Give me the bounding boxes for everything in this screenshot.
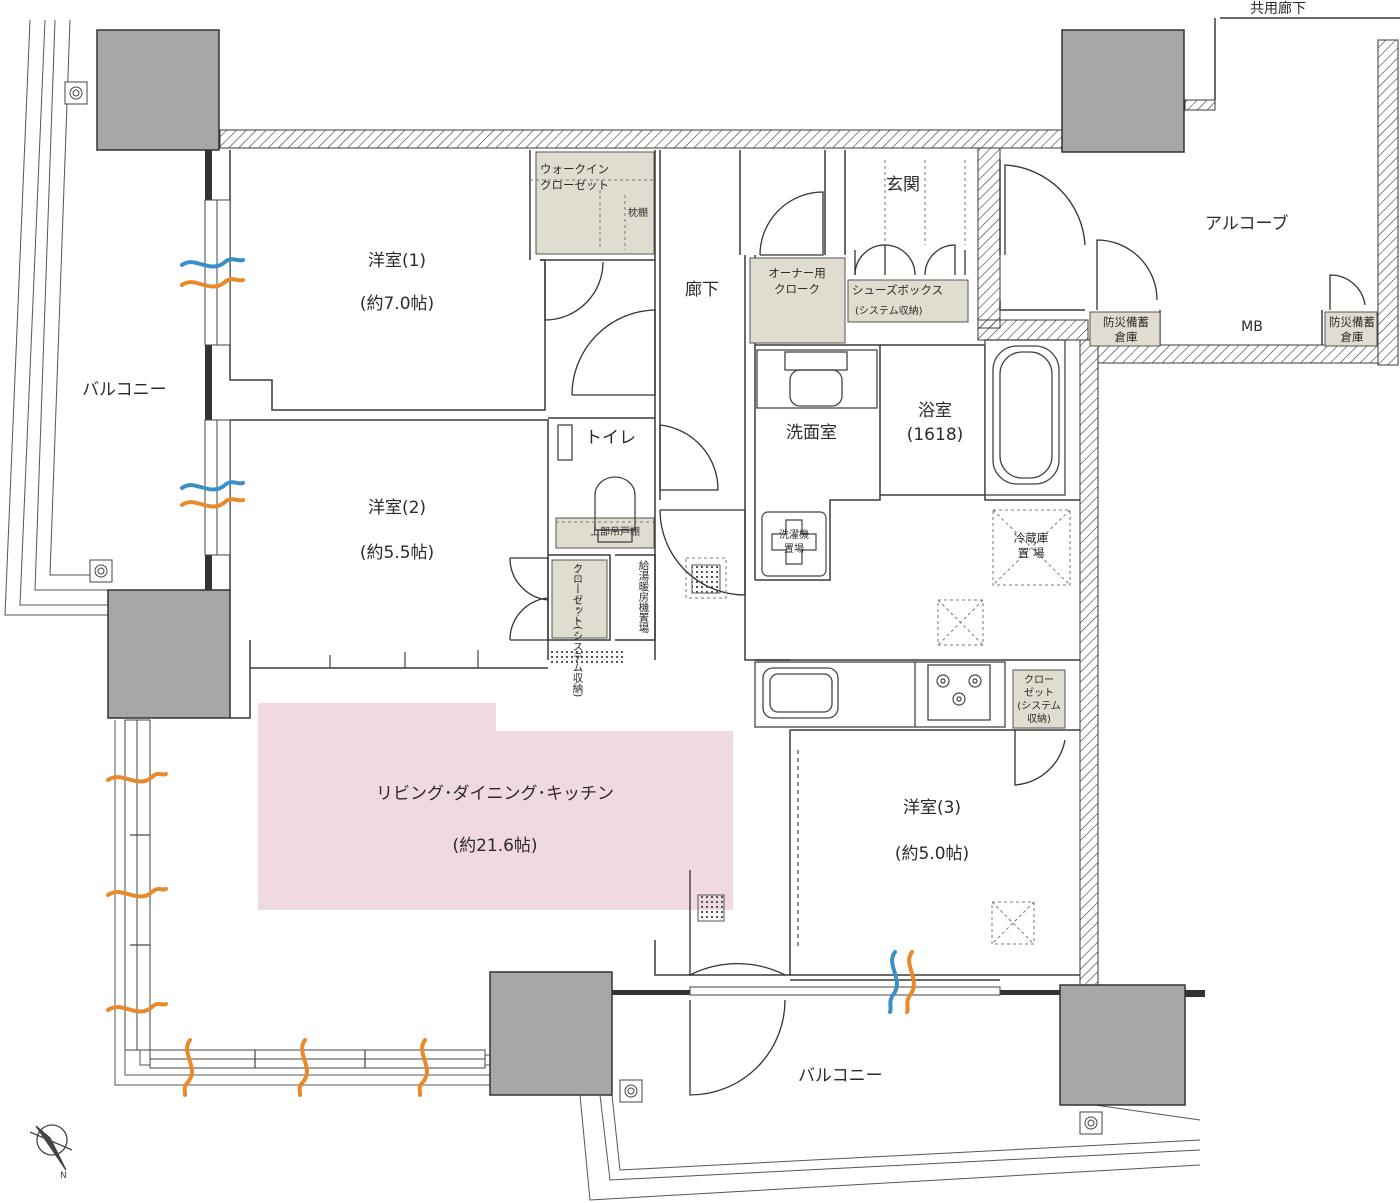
room2-size: (約5.5帖) [359, 543, 435, 563]
pillars [96, 29, 1186, 1106]
washbasin-icon [756, 349, 878, 409]
room1-size: (約7.0帖) [359, 294, 435, 314]
room3-size: (約5.0帖) [894, 844, 970, 864]
bath-size: (1618) [906, 425, 964, 445]
ldk-name: リビング･ダイニング･キッチン [376, 784, 614, 804]
walkin-closet-label-line2: クローゼット [540, 178, 609, 192]
storage-areas [535, 151, 1378, 729]
mb-label: MB [1241, 319, 1263, 335]
washing-machine-icon [761, 511, 827, 577]
kitchen-counter [754, 661, 1006, 728]
svg-text:N: N [60, 1171, 67, 1181]
appliance-space-markers [530, 160, 1071, 945]
entrance-label: 玄関 [886, 175, 920, 195]
fridge-line1: 冷蔵庫 [1013, 531, 1049, 545]
bath-name: 浴室 [918, 401, 952, 421]
upper-shelf-label: 上部吊戸棚 [590, 527, 640, 538]
storage-b-line2: 倉庫 [1340, 330, 1364, 344]
compass-icon: N [29, 1124, 73, 1181]
toilet-label: トイレ [585, 428, 636, 448]
bathtub-icon [984, 339, 1066, 496]
room3-closet-line3: (システム [1017, 701, 1061, 712]
floor-grate [691, 564, 721, 594]
room2-name: 洋室(2) [367, 498, 427, 518]
door-swings [509, 164, 1366, 1096]
sliding-doors [130, 650, 799, 1068]
room1-name: 洋室(1) [367, 251, 427, 271]
floor-grate [550, 650, 625, 664]
washer-line1: 洗濯機 [779, 530, 809, 541]
gas-burner-icon [936, 674, 982, 706]
floor-grate [697, 894, 725, 922]
storage-a-line2: 倉庫 [1114, 330, 1138, 344]
balcony-west-label: バルコニー [82, 380, 167, 400]
walkin-closet-label-line1: ウォークイン [540, 162, 609, 176]
storage-a-line1: 防災備蓄 [1103, 315, 1149, 329]
owner-cloak-line2: クローク [774, 282, 820, 296]
washer-line2: 置場 [784, 544, 804, 555]
ldk-size: (約21.6帖) [452, 836, 538, 856]
owner-cloak-line1: オーナー用 [768, 266, 826, 280]
room3-closet-line2: ゼット [1024, 688, 1054, 699]
shoe-box-line2: (システム収納) [855, 306, 923, 317]
balcony-south-label: バルコニー [798, 1066, 883, 1086]
alcove-label: アルコーブ [1205, 214, 1289, 234]
storage-b-line1: 防災備蓄 [1329, 315, 1375, 329]
toilet-icon [557, 424, 636, 543]
room2-closet-label: クローゼット(システム収納) [571, 563, 584, 698]
airflow-icon [106, 257, 916, 1097]
shoe-box-line1: シューズボックス [852, 283, 944, 297]
window-walls [205, 150, 1205, 997]
hallway-label: 廊下 [685, 280, 719, 300]
fridge-line2: 置 場 [1017, 546, 1045, 560]
drain-icon [64, 81, 1103, 1135]
room3-name: 洋室(3) [902, 798, 962, 818]
exterior-walls [219, 39, 1399, 991]
balcony-south-outline [579, 1094, 1201, 1201]
common-corridor-label: 共用廊下 [1250, 1, 1306, 17]
ldk-area [258, 703, 733, 910]
water-heater-label: 給湯暖房機置場 [637, 560, 650, 634]
room3-closet-line1: クロー [1024, 675, 1054, 686]
room3-closet-line4: 収納) [1027, 714, 1051, 725]
washroom-label: 洗面室 [786, 423, 837, 443]
pillow-shelf-label: 枕棚 [628, 208, 648, 219]
